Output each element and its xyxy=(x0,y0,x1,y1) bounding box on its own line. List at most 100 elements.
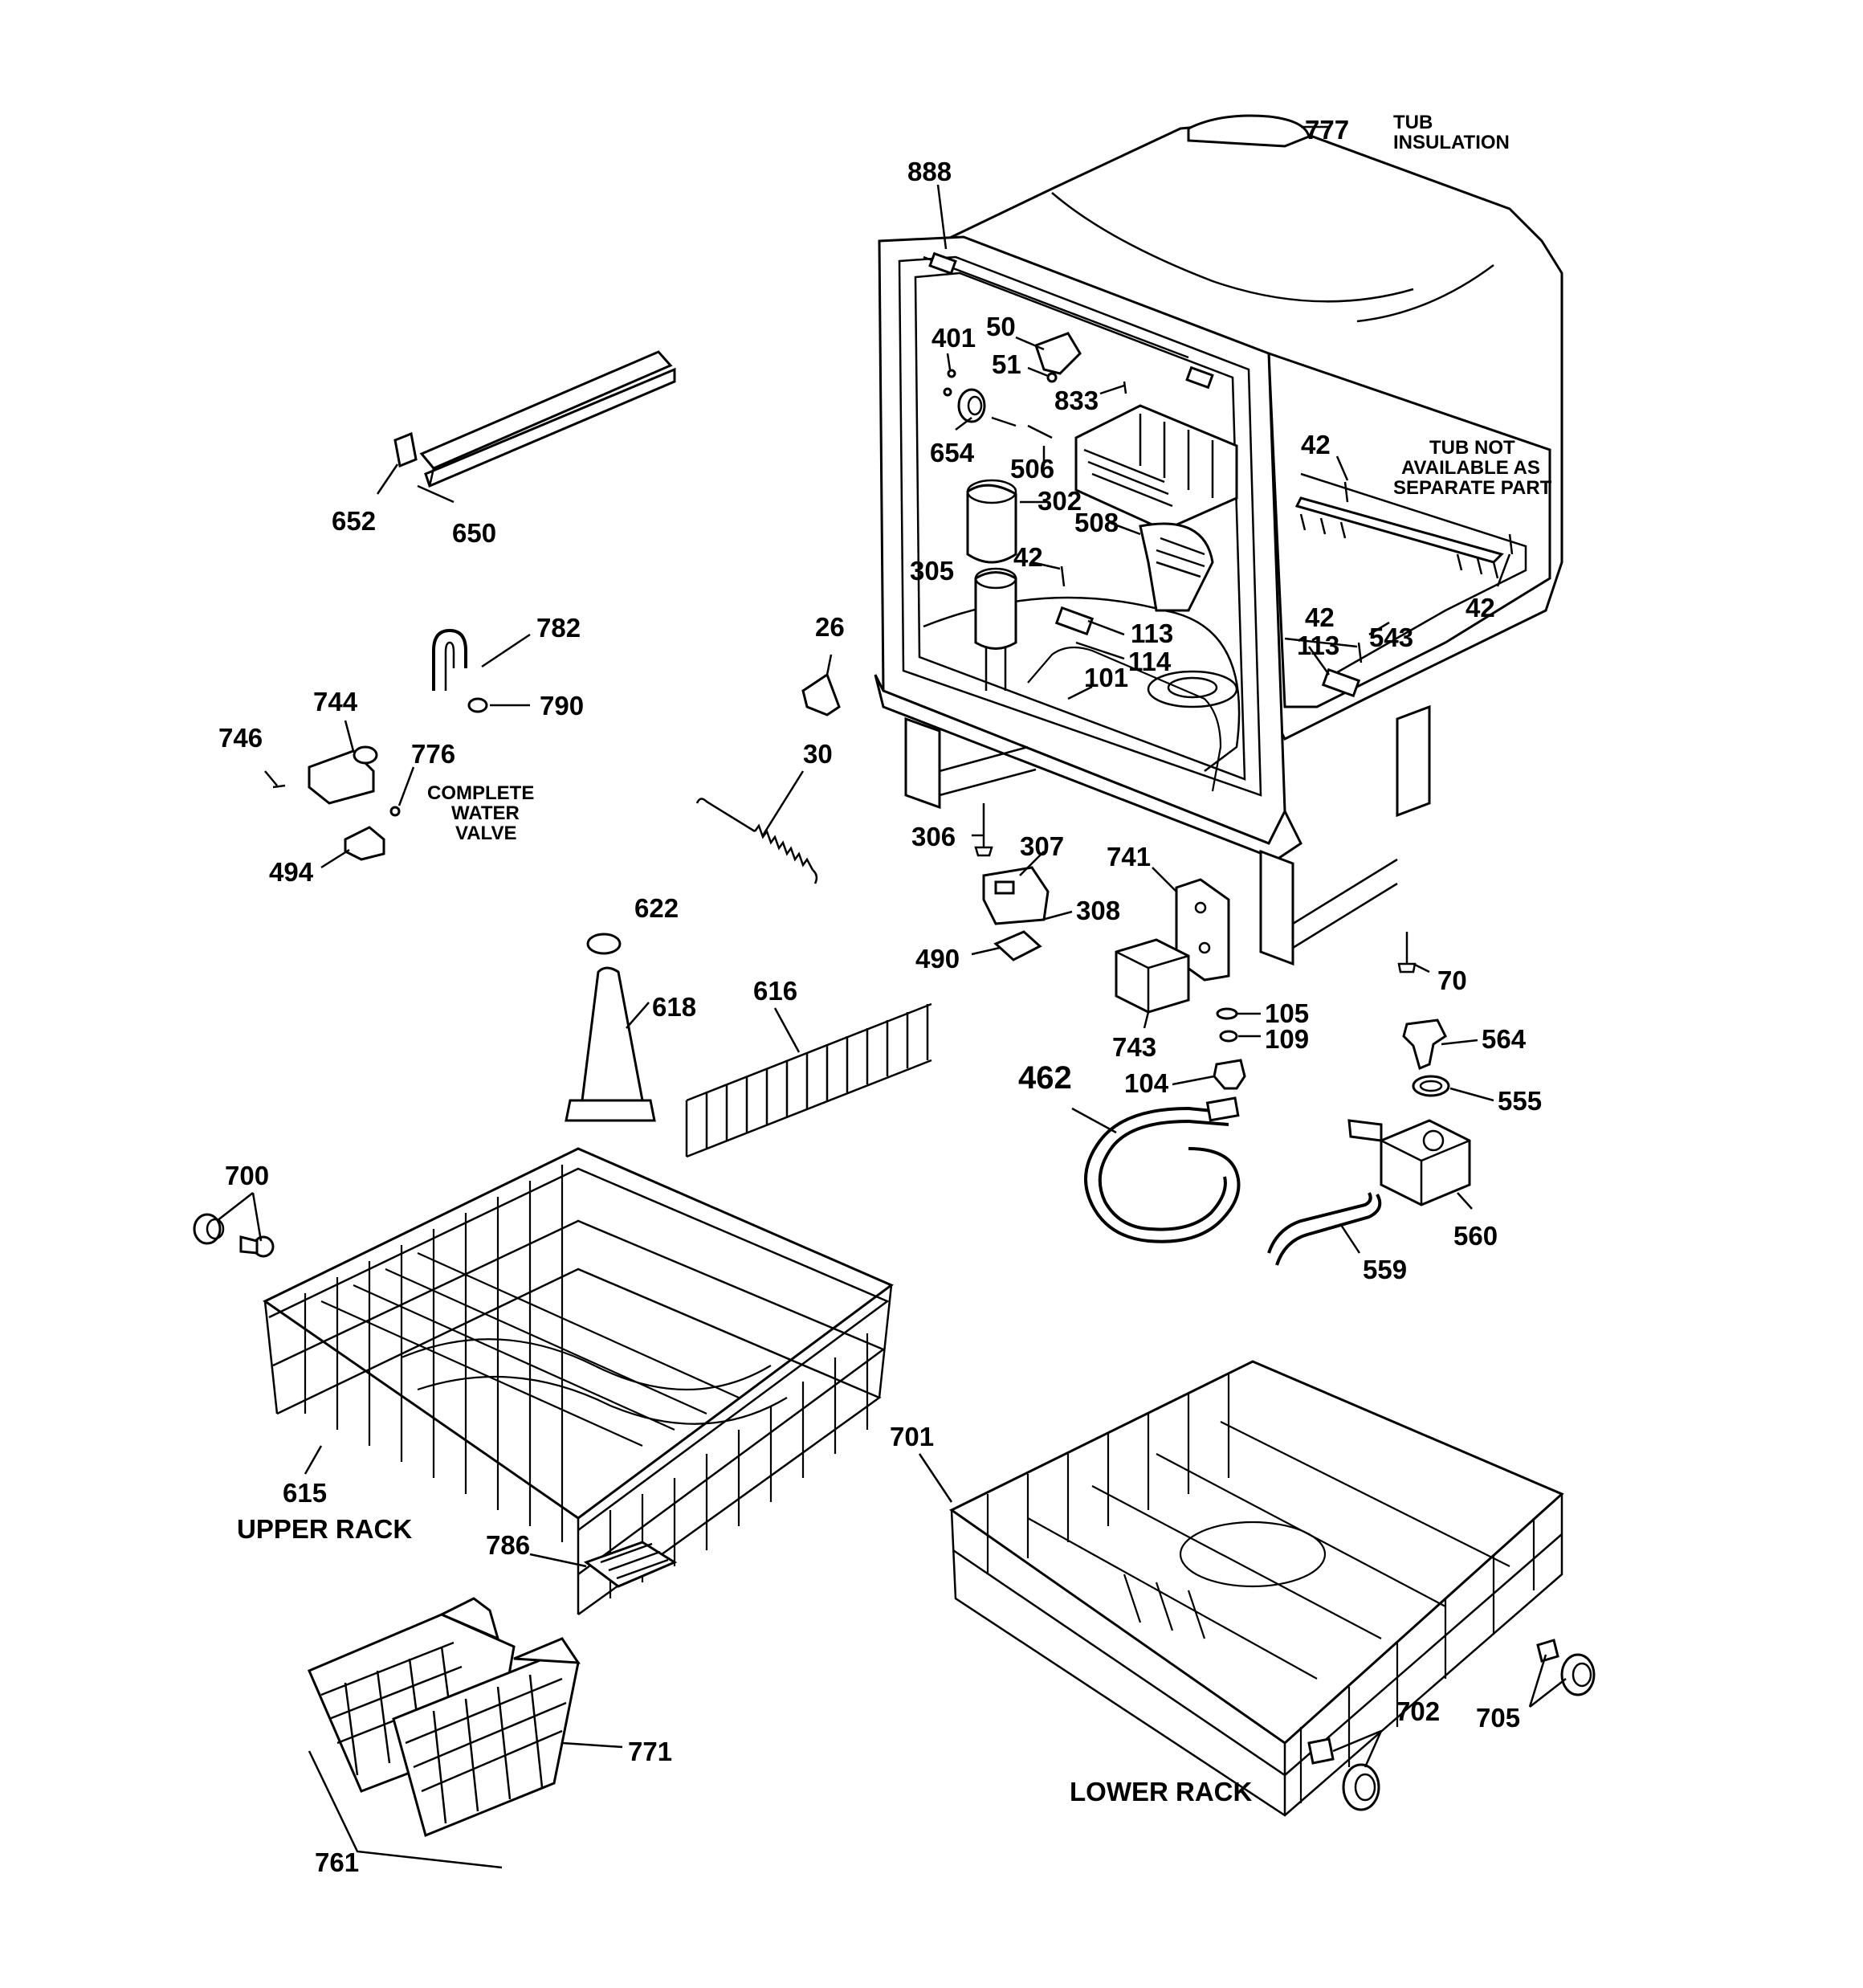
label-306: 306 xyxy=(911,822,956,851)
tub-assembly xyxy=(874,114,1563,966)
part-743 xyxy=(1115,938,1190,1014)
note-tub-not-1: TUB NOT xyxy=(1429,437,1515,459)
label-42-d: 42 xyxy=(1305,602,1335,632)
label-462: 462 xyxy=(1018,1060,1072,1096)
label-771: 771 xyxy=(628,1737,672,1766)
heating-element xyxy=(1027,646,1222,792)
label-494: 494 xyxy=(269,857,314,887)
label-654: 654 xyxy=(930,438,975,467)
part-305-top xyxy=(974,567,1017,590)
label-307: 307 xyxy=(1020,831,1064,861)
part-786-grid xyxy=(600,1542,669,1580)
label-105: 105 xyxy=(1265,998,1309,1028)
label-113-b: 113 xyxy=(1297,631,1339,660)
part-113-right xyxy=(1321,667,1361,698)
label-743: 743 xyxy=(1112,1032,1156,1062)
part-744-port xyxy=(353,745,378,765)
label-741: 741 xyxy=(1107,842,1151,872)
part-508-grid xyxy=(1156,537,1205,578)
part-560-top xyxy=(1380,1139,1470,1205)
part-782 xyxy=(432,628,467,691)
part-786 xyxy=(583,1541,678,1588)
label-42-b: 42 xyxy=(1301,430,1331,459)
part-705-wheel xyxy=(1536,1639,1596,1696)
label-777: 777 xyxy=(1305,115,1349,145)
label-508: 508 xyxy=(1074,508,1119,537)
part-508 xyxy=(1074,404,1238,532)
tub-sump xyxy=(1147,670,1238,708)
part-302-top xyxy=(966,479,1017,504)
part-543-teeth xyxy=(1299,513,1499,579)
part-622 xyxy=(586,933,622,955)
part-305-stem xyxy=(984,647,1007,691)
part-559-b xyxy=(1275,1194,1382,1266)
tub-sump-inner xyxy=(1167,676,1218,699)
part-776 xyxy=(389,806,401,817)
label-700: 700 xyxy=(225,1161,269,1190)
label-101: 101 xyxy=(1084,663,1128,692)
part-302 xyxy=(966,484,1017,564)
tub-insulation-curve2 xyxy=(1356,263,1494,323)
part-555 xyxy=(1412,1075,1450,1097)
part-462-hose xyxy=(1084,1096,1241,1243)
part-51 xyxy=(1046,372,1058,383)
label-622: 622 xyxy=(634,893,679,923)
tub-leg-brace xyxy=(1292,858,1398,949)
part-559 xyxy=(1267,1192,1372,1254)
part-833 xyxy=(1123,381,1127,394)
tub-leg-back xyxy=(1396,704,1431,818)
label-308: 308 xyxy=(1076,896,1120,925)
label-26: 26 xyxy=(815,612,845,642)
part-741-hole xyxy=(1194,901,1207,914)
label-506: 506 xyxy=(1010,454,1054,484)
note-tub-not-2: AVAILABLE AS xyxy=(1401,457,1540,479)
part-113-left xyxy=(1054,606,1095,636)
part-652 xyxy=(393,431,418,468)
label-50: 50 xyxy=(986,312,1016,341)
part-618 xyxy=(581,966,644,1102)
label-70: 70 xyxy=(1437,965,1467,995)
label-652: 652 xyxy=(332,506,376,536)
tub-leg-left xyxy=(904,716,941,810)
bracket-761 xyxy=(308,1750,503,1869)
part-50 xyxy=(1034,332,1082,375)
note-complete-water-valve-2: WATER xyxy=(451,802,520,824)
label-51: 51 xyxy=(992,349,1021,379)
part-700-wheels xyxy=(193,1213,275,1258)
part-508-lower xyxy=(1139,522,1214,612)
note-upper-rack: UPPER RACK xyxy=(237,1514,412,1544)
label-776: 776 xyxy=(411,739,455,769)
label-109: 109 xyxy=(1265,1024,1309,1054)
part-771-basket xyxy=(392,1637,581,1838)
part-105 xyxy=(1216,1007,1238,1020)
label-786: 786 xyxy=(486,1530,530,1560)
label-761: 761 xyxy=(315,1847,359,1877)
part-790 xyxy=(467,697,488,713)
label-833: 833 xyxy=(1054,386,1099,415)
tub-components xyxy=(943,332,1514,698)
tub-side-inner xyxy=(1300,472,1527,676)
part-702-wheel xyxy=(1307,1737,1380,1811)
label-42-a: 42 xyxy=(1013,542,1043,572)
part-616-tines xyxy=(685,1002,932,1158)
part-782-inner xyxy=(444,641,455,691)
part-564 xyxy=(1402,1018,1447,1071)
label-746: 746 xyxy=(218,723,263,753)
part-104 xyxy=(1213,1059,1246,1090)
label-302: 302 xyxy=(1037,486,1082,516)
part-307-btn xyxy=(994,880,1015,895)
part-26 xyxy=(801,672,841,716)
part-650-rail xyxy=(419,350,676,488)
tub-insulation-hump xyxy=(1187,114,1311,148)
label-555: 555 xyxy=(1498,1086,1542,1116)
label-42-c: 42 xyxy=(1466,593,1495,623)
part-741-hole2 xyxy=(1198,941,1211,954)
note-complete-water-valve-3: VALVE xyxy=(455,823,516,844)
part-109 xyxy=(1219,1030,1238,1043)
hinge-right xyxy=(1185,365,1214,390)
label-305: 305 xyxy=(910,556,954,586)
label-790: 790 xyxy=(540,691,584,720)
label-705: 705 xyxy=(1476,1703,1520,1733)
label-615: 615 xyxy=(283,1478,327,1508)
